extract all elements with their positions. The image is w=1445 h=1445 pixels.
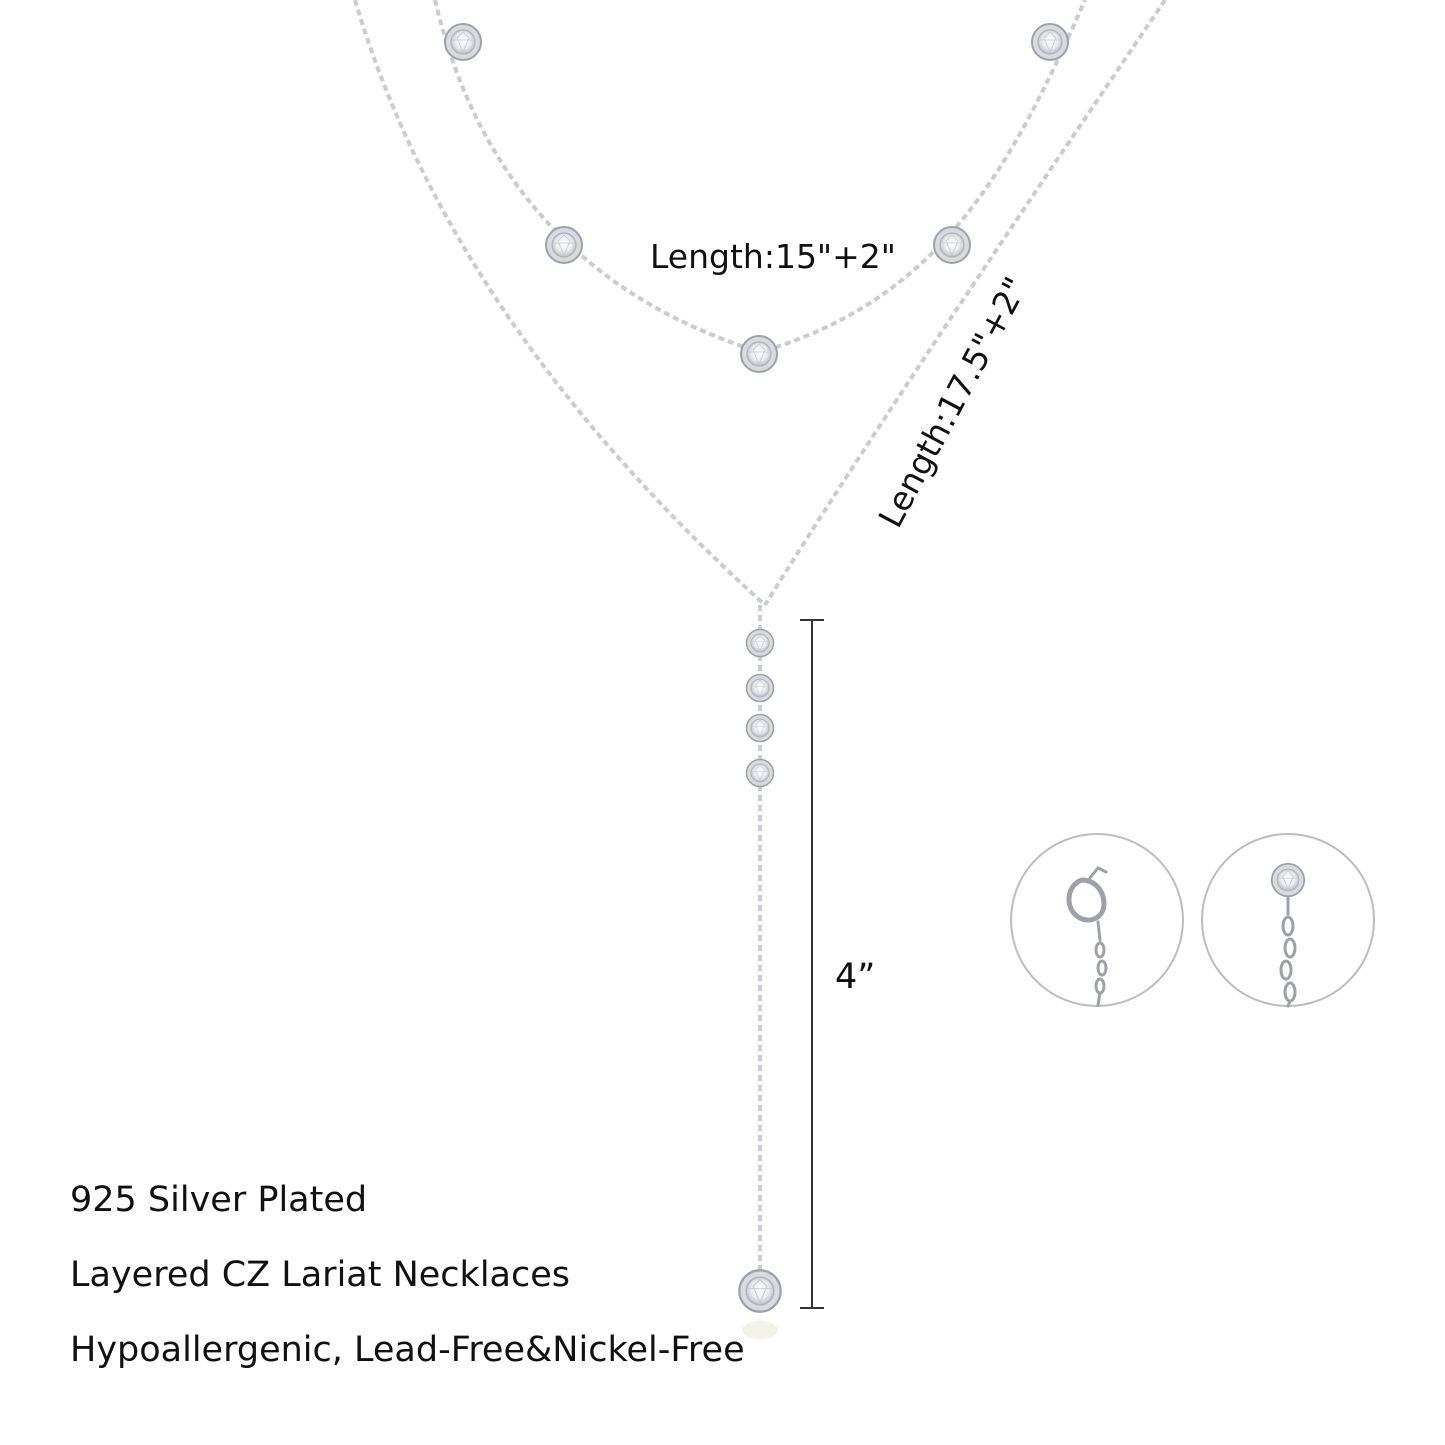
lariat-stone xyxy=(745,713,775,743)
short-necklace-stone xyxy=(444,23,482,61)
clasp-detail-circle xyxy=(1010,833,1184,1007)
spec-style: Layered CZ Lariat Necklaces xyxy=(70,1255,570,1295)
short-necklace-stone xyxy=(1031,23,1069,61)
short-necklace-stone xyxy=(933,226,971,264)
cz-charm-icon xyxy=(1270,862,1306,898)
long-necklace-chain-right xyxy=(763,0,1167,607)
short-necklace-stone xyxy=(545,226,583,264)
drop-length-bracket xyxy=(800,619,824,1309)
lariat-stone xyxy=(745,628,775,658)
lariat-stone xyxy=(745,673,775,703)
long-necklace-chain xyxy=(353,0,767,607)
short-length-label: Length:15"+2" xyxy=(650,237,896,276)
spec-safety: Hypoallergenic, Lead-Free&Nickel-Free xyxy=(70,1330,745,1370)
short-necklace-stone xyxy=(740,335,778,373)
lariat-stone xyxy=(745,758,775,788)
lobster-clasp-icon xyxy=(1066,866,1108,1007)
drop-length-label: 4” xyxy=(835,957,875,997)
spec-material: 925 Silver Plated xyxy=(70,1180,368,1220)
end-stone-reflection xyxy=(742,1321,778,1339)
charm-detail-circle xyxy=(1201,833,1375,1008)
lariat-end-stone xyxy=(738,1269,782,1313)
